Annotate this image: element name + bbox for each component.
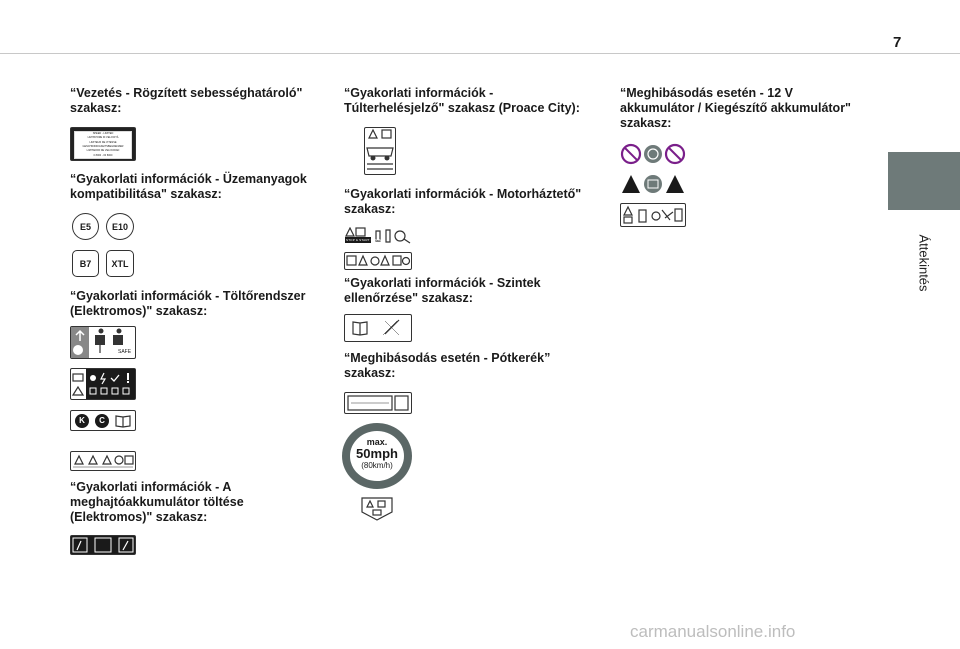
manual-icon — [115, 415, 131, 428]
speed-limiter-label: SPEED - LIMITED LIMITATORE DI VELOCITÀ L… — [70, 127, 136, 161]
heading-charging: “Gyakorlati információk - Töltőrendszer … — [70, 289, 306, 318]
top-divider — [0, 53, 960, 54]
battery-charge-label — [70, 535, 136, 555]
bonnet-pictogram — [345, 226, 411, 244]
spare-wheel-pictogram — [347, 395, 409, 411]
battery12v-prohibition-icons — [620, 143, 686, 165]
charging-safe-label: SAFE — [70, 326, 136, 359]
heading-battery12v: “Meghibásodás esetén - 12 V akkumulátor … — [620, 86, 851, 130]
chapter-tab[interactable] — [888, 152, 960, 210]
charging-status-label — [70, 368, 136, 400]
spare-wheel-label — [344, 392, 412, 414]
overload-pictogram — [366, 128, 394, 170]
bonnet-warning-strip — [344, 252, 412, 270]
bonnet-warning-pictograms — [346, 254, 411, 266]
battery12v-warning-icons — [620, 173, 686, 195]
page-number: 7 — [893, 34, 902, 51]
warning-pictograms — [73, 454, 134, 468]
heading-levels: “Gyakorlati információk - Szintek ellenő… — [344, 276, 541, 305]
max-speed-badge: max. 50mph (80km/h) — [342, 423, 412, 489]
heading-bonnet: “Gyakorlati információk - Motorháztető" … — [344, 187, 582, 216]
watermark: carmanualsonline.info — [630, 622, 796, 641]
spare-wheel-tag — [360, 496, 394, 522]
charging-pictogram — [71, 327, 123, 358]
battery12v-label — [620, 203, 686, 227]
fuel-badge-b7: B7 — [72, 250, 99, 277]
bonnet-label: STOP & START SYSTEM — [344, 226, 412, 245]
fuel-badge-xtl: XTL — [106, 250, 134, 277]
fuel-badge-e5: E5 — [72, 213, 99, 240]
no-smoking-icon — [620, 143, 686, 165]
chapter-label: Áttekintés — [916, 234, 932, 292]
charging-status-pictogram — [71, 369, 135, 399]
battery-charge-pictogram — [72, 537, 134, 553]
heading-overload: “Gyakorlati információk - Túlterhelésjel… — [344, 86, 580, 115]
tag-pictogram — [361, 497, 393, 521]
charging-kc-label: K C — [70, 410, 136, 431]
heading-speed-limiter: “Vezetés - Rögzített sebességhatároló" s… — [70, 86, 303, 115]
heading-spare-wheel: “Meghibásodás esetén - Pótkerék” szakasz… — [344, 351, 551, 380]
fuel-badge-e10: E10 — [106, 213, 134, 240]
battery12v-pictogram — [623, 205, 683, 224]
levels-pictogram — [352, 319, 400, 336]
overload-label — [364, 127, 396, 175]
charging-warning-strip — [70, 451, 136, 471]
heading-fuel-compat: “Gyakorlati információk - Üzemanyagok ko… — [70, 172, 307, 201]
heading-battery-charge: “Gyakorlati információk - A meghajtóakku… — [70, 480, 244, 524]
warning-triangle-icon — [622, 175, 684, 193]
levels-label — [344, 314, 412, 342]
